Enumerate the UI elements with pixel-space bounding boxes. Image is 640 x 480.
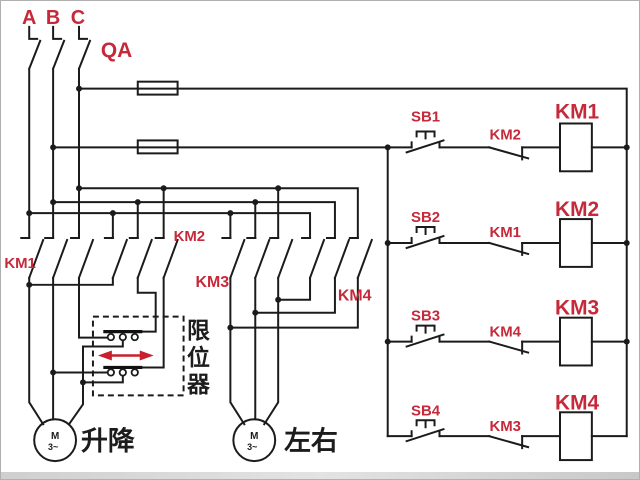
limit-device-label-char1: 限 [187, 318, 210, 344]
sb2-label: SB2 [411, 209, 440, 226]
coil-km3-label: KM3 [555, 297, 599, 320]
sb4-label: SB4 [411, 402, 441, 419]
motor-traverse: M 3~ [232, 418, 277, 463]
rung3-interlock-label: KM4 [489, 324, 521, 341]
rung4-interlock-label: KM3 [489, 418, 521, 435]
lift-branch-wiring [28, 276, 165, 426]
limit-terminal [130, 333, 139, 342]
motor-lift-label: 升降 [81, 426, 135, 456]
motor-traverse-phases: 3~ [247, 442, 257, 452]
coil-km4-label: KM4 [555, 391, 600, 414]
labels: A B C QA KM1 KM2 KM3 KM4 SB1 KM2 KM1 SB2… [4, 7, 599, 456]
junction-dots [26, 85, 630, 386]
motor-lift-phases: 3~ [48, 442, 58, 452]
travel-arrow-left [97, 350, 112, 361]
qa-switch-label: QA [101, 39, 132, 62]
travel-arrow-right [139, 350, 154, 361]
power-wires [20, 25, 628, 438]
rung2-interlock-label: KM1 [489, 224, 521, 241]
limit-terminal [118, 368, 127, 377]
sb1-label: SB1 [411, 108, 440, 125]
sb3-label: SB3 [411, 308, 440, 325]
limit-terminal [118, 333, 127, 342]
km4-main-label: KM4 [338, 288, 372, 305]
image-bottom-edge [1, 472, 639, 479]
main-no-contacts [20, 237, 374, 280]
phase-a-label: A [22, 7, 36, 29]
distribution-buses [28, 187, 359, 240]
coil-km2-label: KM2 [555, 198, 599, 221]
phase-c-label: C [71, 7, 85, 29]
limit-terminal [130, 368, 139, 377]
motor-lift-circle [33, 418, 78, 463]
interlock-nc-contacts [488, 146, 530, 450]
motor-traverse-letter: M [250, 431, 258, 442]
km1-main-label: KM1 [4, 255, 36, 272]
motor-lift-letter: M [51, 431, 59, 442]
limit-terminal [106, 368, 115, 377]
coil-km1-label: KM1 [555, 101, 600, 124]
pushbutton-symbols [405, 130, 445, 443]
limit-device-label-char3: 器 [186, 371, 211, 397]
traverse-branch-wiring [229, 276, 359, 426]
fuse-2 [136, 139, 179, 155]
rung1-interlock-label: KM2 [489, 126, 521, 143]
control-wires [386, 130, 628, 450]
supply-buses [52, 87, 628, 438]
limit-device-box [91, 315, 185, 397]
phase-lines-and-qa-switch [27, 25, 92, 240]
limit-device-label-char2: 位 [187, 344, 210, 370]
coil-km3-box [559, 316, 593, 367]
coil-km4-box [559, 411, 593, 462]
motor-traverse-label: 左右 [284, 426, 338, 456]
km2-main-label: KM2 [174, 228, 206, 245]
km3-main-label: KM3 [196, 274, 230, 291]
coil-km1-box [559, 122, 593, 173]
limit-terminal [106, 333, 115, 342]
motor-traverse-circle [232, 418, 277, 463]
fuse-1 [136, 80, 179, 96]
phase-b-label: B [46, 7, 60, 29]
coil-km2-box [559, 218, 593, 268]
limit-device-outline [91, 315, 185, 397]
motor-lift: M 3~ [33, 418, 78, 463]
rung-connectors [386, 146, 628, 438]
